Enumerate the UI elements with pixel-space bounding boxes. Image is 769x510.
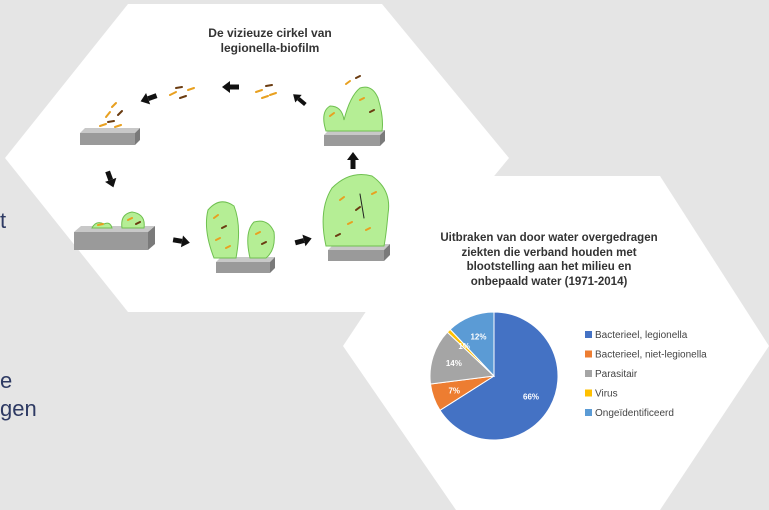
chart-title-line-1: Uitbraken van door water overgedragen — [440, 232, 658, 244]
chart-title: Uitbraken van door water overgedragen zi… — [418, 231, 680, 289]
pie-slice-5 — [449, 311, 495, 378]
chart-title-line-2: ziekten die verband houden met — [461, 246, 637, 259]
legend-label-2: Bacterieel, niet-legionella — [595, 350, 707, 361]
cycle-arrows — [105, 81, 359, 248]
pie-data-label-3: 14% — [446, 359, 462, 368]
pie-data-label-5: 12% — [470, 333, 486, 342]
legend-swatch-1 — [585, 331, 592, 338]
arrow-left-down — [105, 170, 117, 188]
biofilm-title-line-1: De vizieuze cirkel van — [208, 26, 332, 40]
stage-mature — [322, 174, 390, 261]
arrow-top-right-up — [293, 94, 307, 107]
legend-label-4: Virus — [595, 389, 618, 400]
pie-data-labels: 66% 7% 14% 1%12% — [446, 333, 539, 402]
chart-title-line-4: onbepaald water (1971-2014) — [470, 275, 628, 288]
pie-slice-3 — [429, 331, 496, 385]
arrow-top-left-1 — [222, 81, 239, 93]
partial-heading-fragment-1: t — [0, 208, 7, 233]
legend-swatch-3 — [585, 370, 592, 377]
chart-hexagon-shape — [343, 176, 769, 510]
pie-data-label-4: 1% — [458, 342, 470, 351]
biofilm-title-line-2: legionella-biofilm — [220, 41, 320, 55]
arrow-right-up — [347, 152, 359, 169]
legend-label-3: Parasitair — [595, 369, 638, 380]
arrow-bottom-right-2 — [294, 234, 312, 247]
legend-swatch-2 — [585, 350, 592, 358]
legend-label-1: Bacterieel, legionella — [595, 330, 688, 341]
stage-microcolony — [74, 211, 155, 250]
chart-title-line-3: blootstelling aan het milieu en — [466, 261, 632, 273]
stage-attach — [80, 102, 140, 145]
arrow-bottom-right-1 — [172, 235, 190, 248]
arrow-top-left-2 — [140, 93, 158, 105]
pie-slice-1 — [439, 311, 559, 441]
legend-swatch-5 — [585, 409, 592, 416]
legend-swatch-4 — [585, 389, 592, 397]
partial-heading-fragment-2: e — [0, 368, 13, 393]
stage-maturation — [206, 201, 275, 273]
pie-data-label-1: 66% — [523, 392, 539, 401]
dispersing-bacteria — [169, 84, 277, 99]
pie-slices — [429, 311, 559, 441]
legend-label-5: Ongeïdentificeerd — [595, 408, 674, 419]
stage-dispersal — [323, 75, 385, 146]
pie-data-label-2: 7% — [448, 386, 460, 395]
partial-heading-fragment-3: gen — [0, 396, 37, 421]
biofilm-title: De vizieuze cirkel van legionella-biofil… — [150, 26, 390, 56]
